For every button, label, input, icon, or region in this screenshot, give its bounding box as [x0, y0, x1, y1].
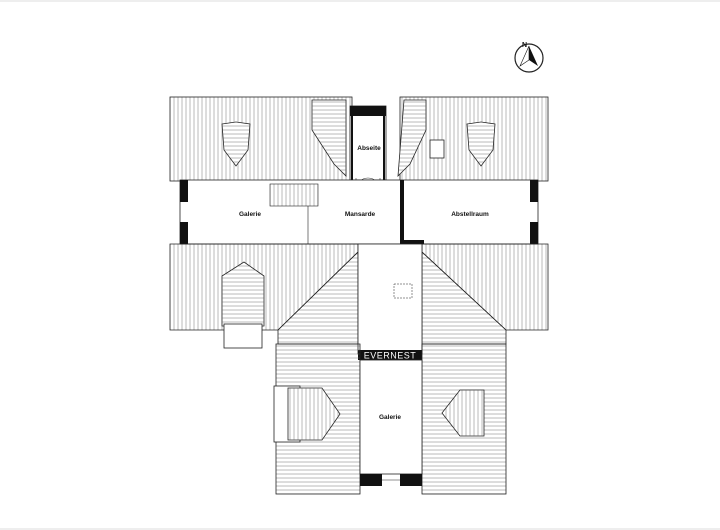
- compass-label: N: [522, 42, 527, 49]
- central-corridor: [357, 243, 423, 355]
- room-label-abseite: Abseite: [357, 145, 381, 152]
- roof-hip-north-left: [311, 99, 347, 177]
- evernest-logo: EVERNEST: [358, 350, 422, 361]
- roof-south-east: [421, 243, 549, 345]
- dormer-south-west: [221, 261, 265, 349]
- staircase: [269, 183, 319, 244]
- dormer-north-west: [221, 121, 251, 167]
- room-label-galerie-south: Galerie: [379, 414, 401, 421]
- room-label-mansarde: Mansarde: [345, 211, 376, 218]
- abseite-room: [349, 105, 387, 191]
- dormer-north-east: [466, 121, 496, 167]
- dormer-south-wing-west: [273, 385, 341, 443]
- middle-band: [179, 179, 539, 245]
- roof-hip-north-right: [397, 99, 427, 178]
- room-label-abstellraum: Abstellraum: [451, 211, 489, 218]
- dormer-south-wing-east: [441, 389, 485, 437]
- galerie-south-room: [359, 359, 423, 486]
- skylight-north: [429, 139, 445, 159]
- north-arrow-icon: N: [514, 42, 544, 73]
- room-label-galerie-west: Galerie: [239, 211, 261, 218]
- logo-text: EVERNEST: [364, 351, 417, 361]
